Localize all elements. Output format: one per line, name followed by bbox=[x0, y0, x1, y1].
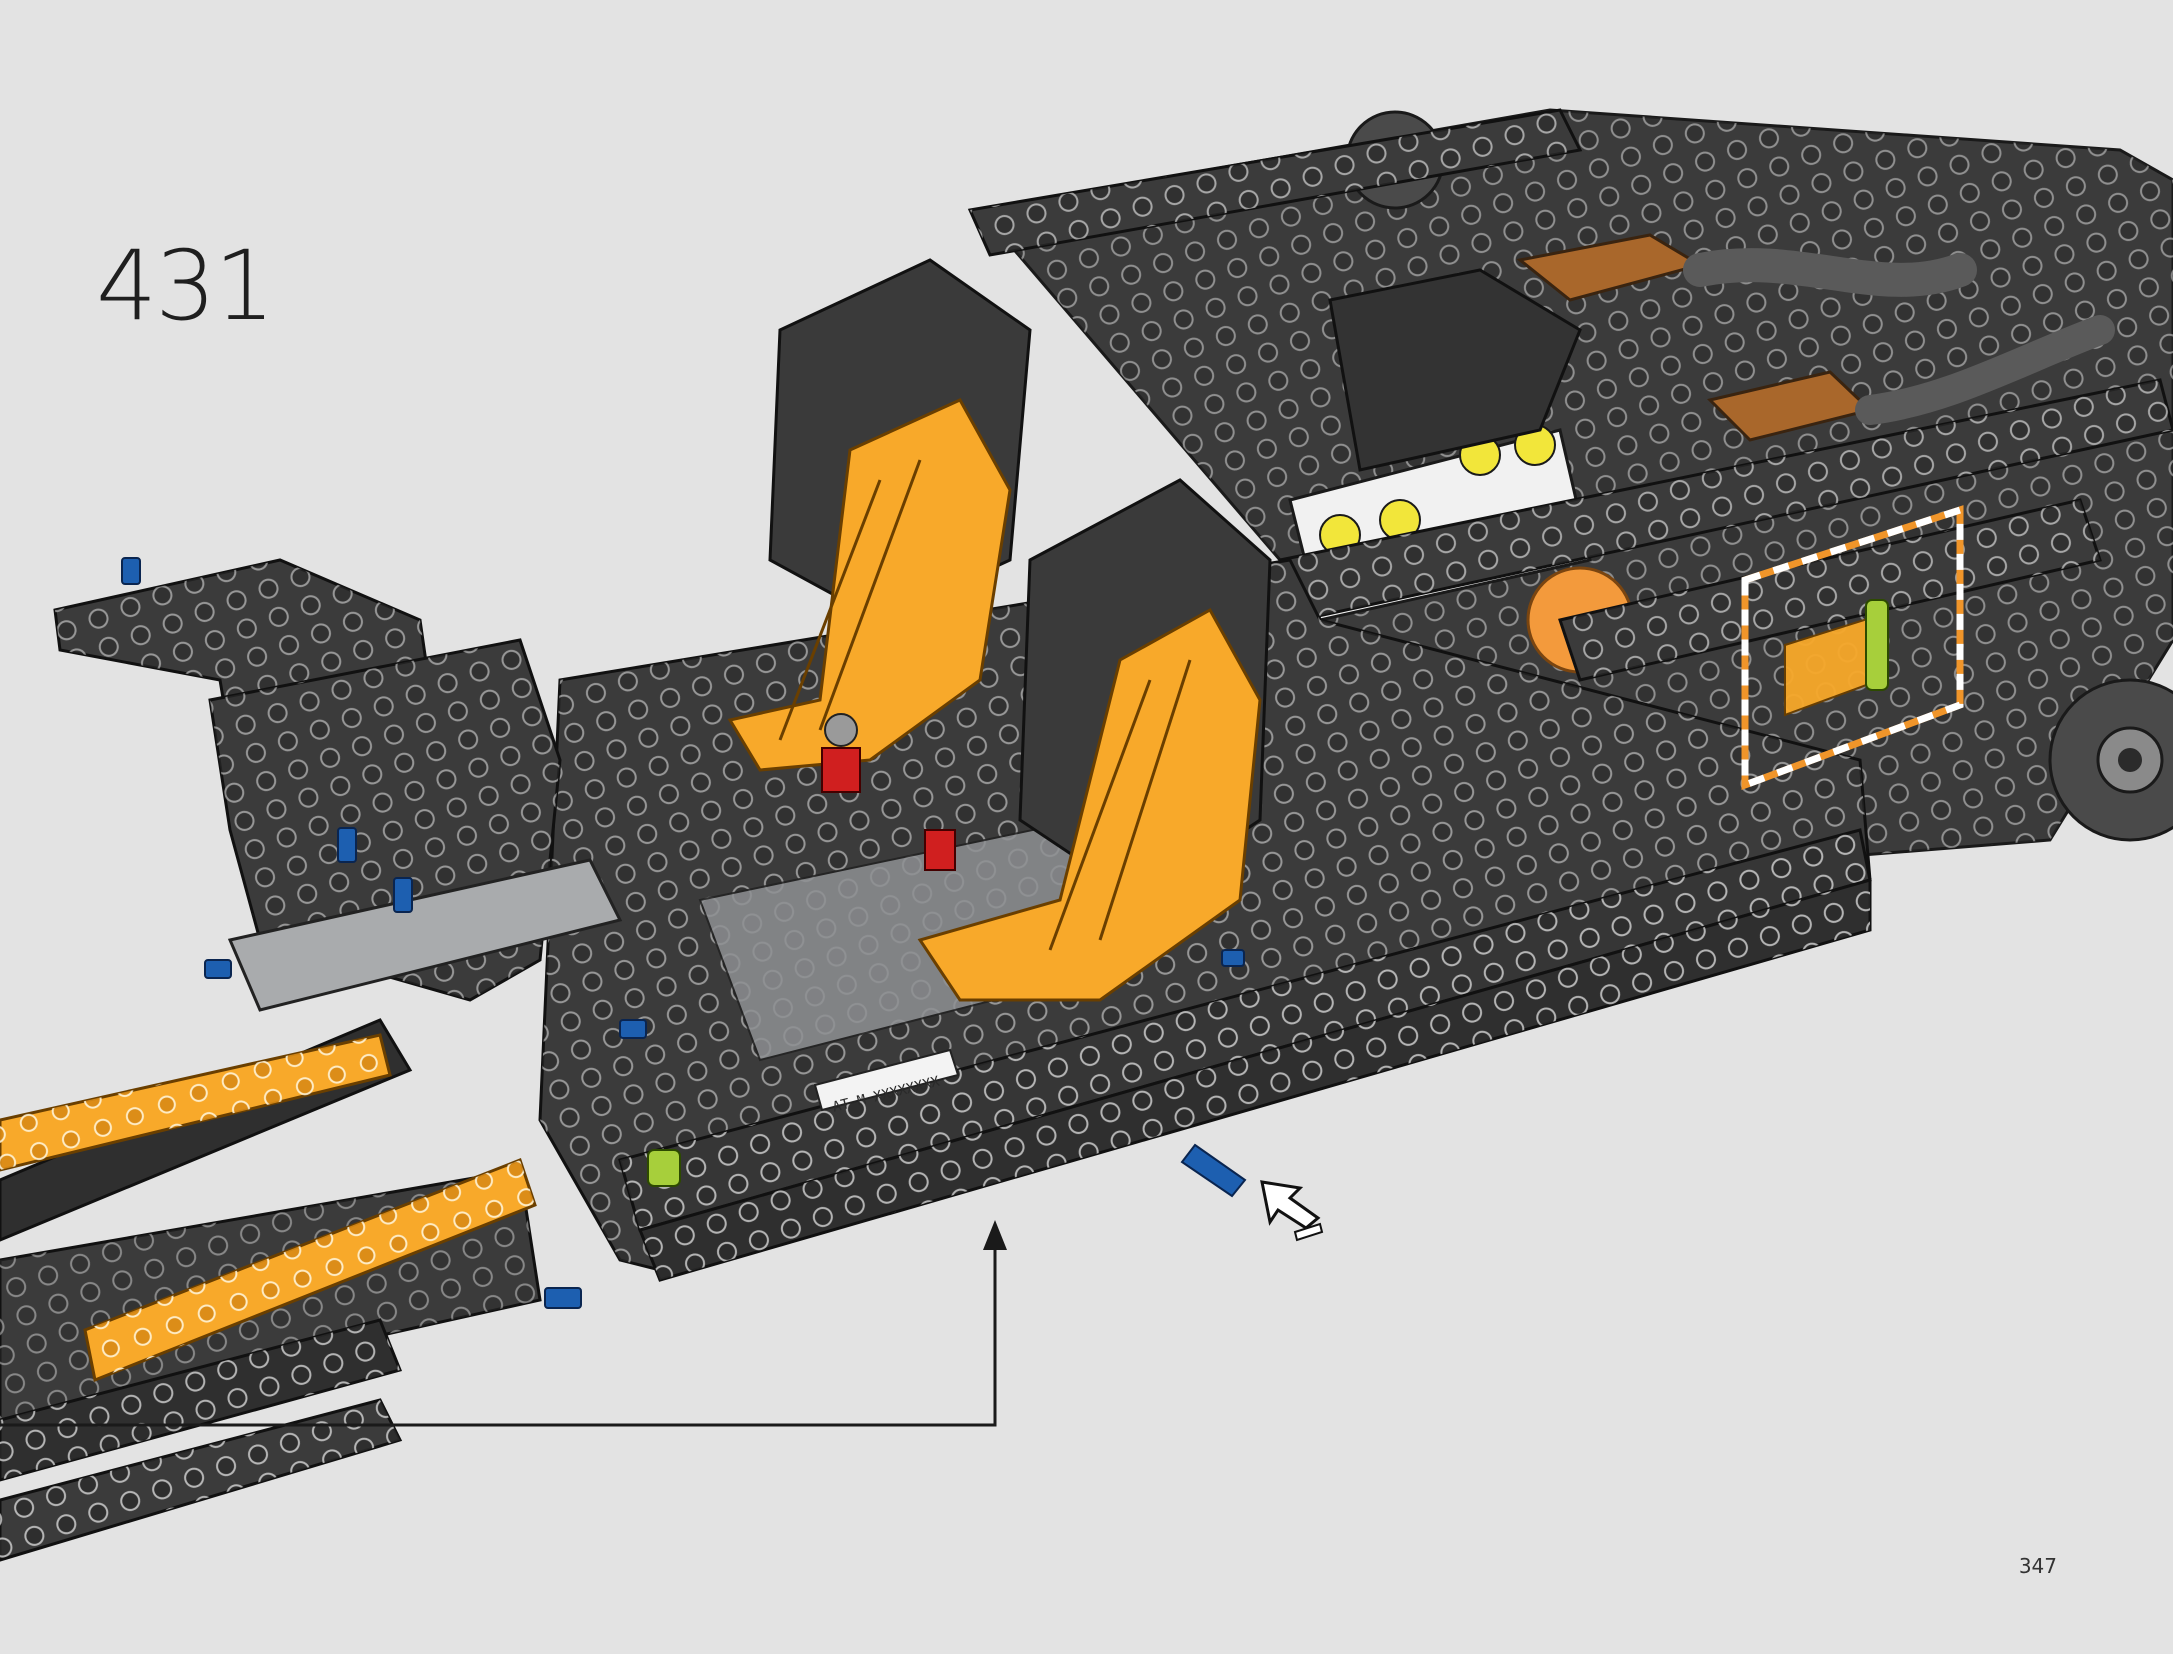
blue-pins bbox=[121, 557, 1245, 1309]
front-left-frame bbox=[53, 558, 623, 1012]
dashed-detail-callout bbox=[1741, 505, 1964, 791]
vin-plate bbox=[813, 1048, 960, 1112]
front-arms bbox=[0, 1018, 681, 1562]
step-number: 431 bbox=[96, 230, 275, 342]
upper-frame bbox=[967, 108, 2173, 682]
callout-leader-arrow-icon bbox=[0, 1220, 1007, 1427]
seats bbox=[727, 258, 1272, 1002]
seat-left-orange bbox=[727, 398, 1012, 772]
insert-pin-arrow-icon bbox=[1260, 1180, 1321, 1230]
insert-pin bbox=[1180, 1143, 1324, 1242]
page-number: 347 bbox=[2018, 1554, 2057, 1578]
